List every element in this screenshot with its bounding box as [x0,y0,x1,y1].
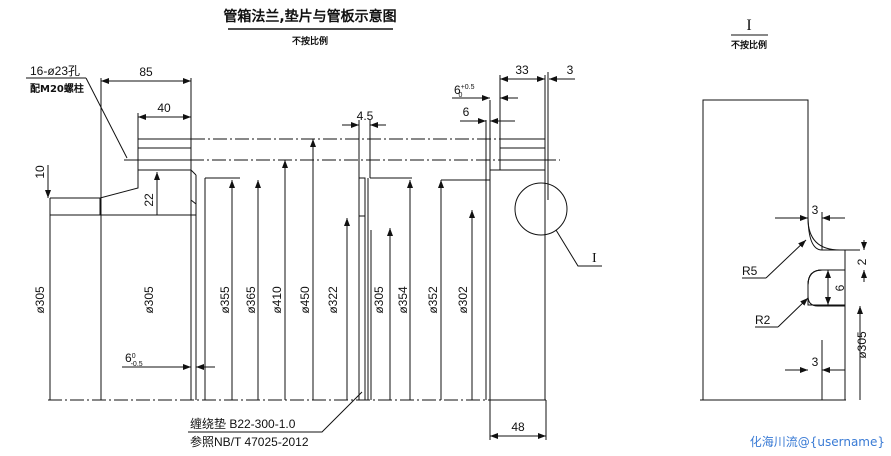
drawing-subtitle: 不按比例 [292,35,328,47]
detail-dim-r2: R2 [755,313,771,327]
dia-label: ø322 [326,286,340,314]
dim-3: 3 [567,63,574,77]
bolt-note-line2: 配M20螺柱 [30,82,84,95]
detail-callout-leader [555,229,602,267]
dia-label: ø355 [218,286,232,314]
detail-dim-2: 2 [855,258,869,265]
spiral-wound-gasket [358,177,372,400]
dia-label: ø365 [244,286,258,314]
dia-label: ø305 [33,286,47,314]
dia-label: ø352 [426,286,440,314]
tubesheet [485,72,549,401]
dia-label: ø305 [372,286,386,314]
dim-4-5: 4.5 [357,109,374,123]
watermark: 化海川流@{username} [749,435,885,449]
dia-label: ø305 [142,286,156,314]
dim-40: 40 [157,101,171,115]
dia-label: ø450 [298,286,312,314]
detail-dim-3-top: 3 [812,203,819,217]
gasket-note-line1: 缠绕垫 B22-300-1.0 [190,416,296,431]
bolt-leader [85,77,128,159]
diameter-labels: ø305 ø305 ø355 ø365 ø410 ø450 ø322 ø305 … [33,286,470,314]
bolt-note-line1: 16-ø23孔 [30,64,80,78]
gasket-leader [188,391,363,433]
detail-dim-305: ø305 [855,331,869,359]
dia-label: ø410 [270,286,284,314]
dim-10: 10 [33,165,47,179]
dia-label: ø354 [396,286,410,314]
detail-dim-3-bottom: 3 [812,355,819,369]
detail-title: I [746,17,751,34]
dim-33: 33 [515,63,529,77]
channel-flange [49,138,197,400]
detail-dim-6: 6 [833,284,847,291]
detail-dim-r5: R5 [742,264,758,278]
diameter-lines [204,139,490,400]
dim-22: 22 [142,193,156,207]
dia-label: ø302 [456,286,470,314]
dim-6: 6 [463,105,470,119]
detail-view [702,99,860,401]
dim-6-lower: 60-0.5 [125,351,143,368]
detail-marker: I [592,251,597,266]
drawing-title: 管箱法兰,垫片与管板示意图 [223,8,396,25]
gasket-note-line2: 参照NB/T 47025-2012 [190,434,309,449]
detail-subtitle: 不按比例 [731,39,767,51]
detail-callout-circle [514,182,568,236]
dim-48: 48 [511,420,525,434]
dim-85: 85 [139,65,153,79]
